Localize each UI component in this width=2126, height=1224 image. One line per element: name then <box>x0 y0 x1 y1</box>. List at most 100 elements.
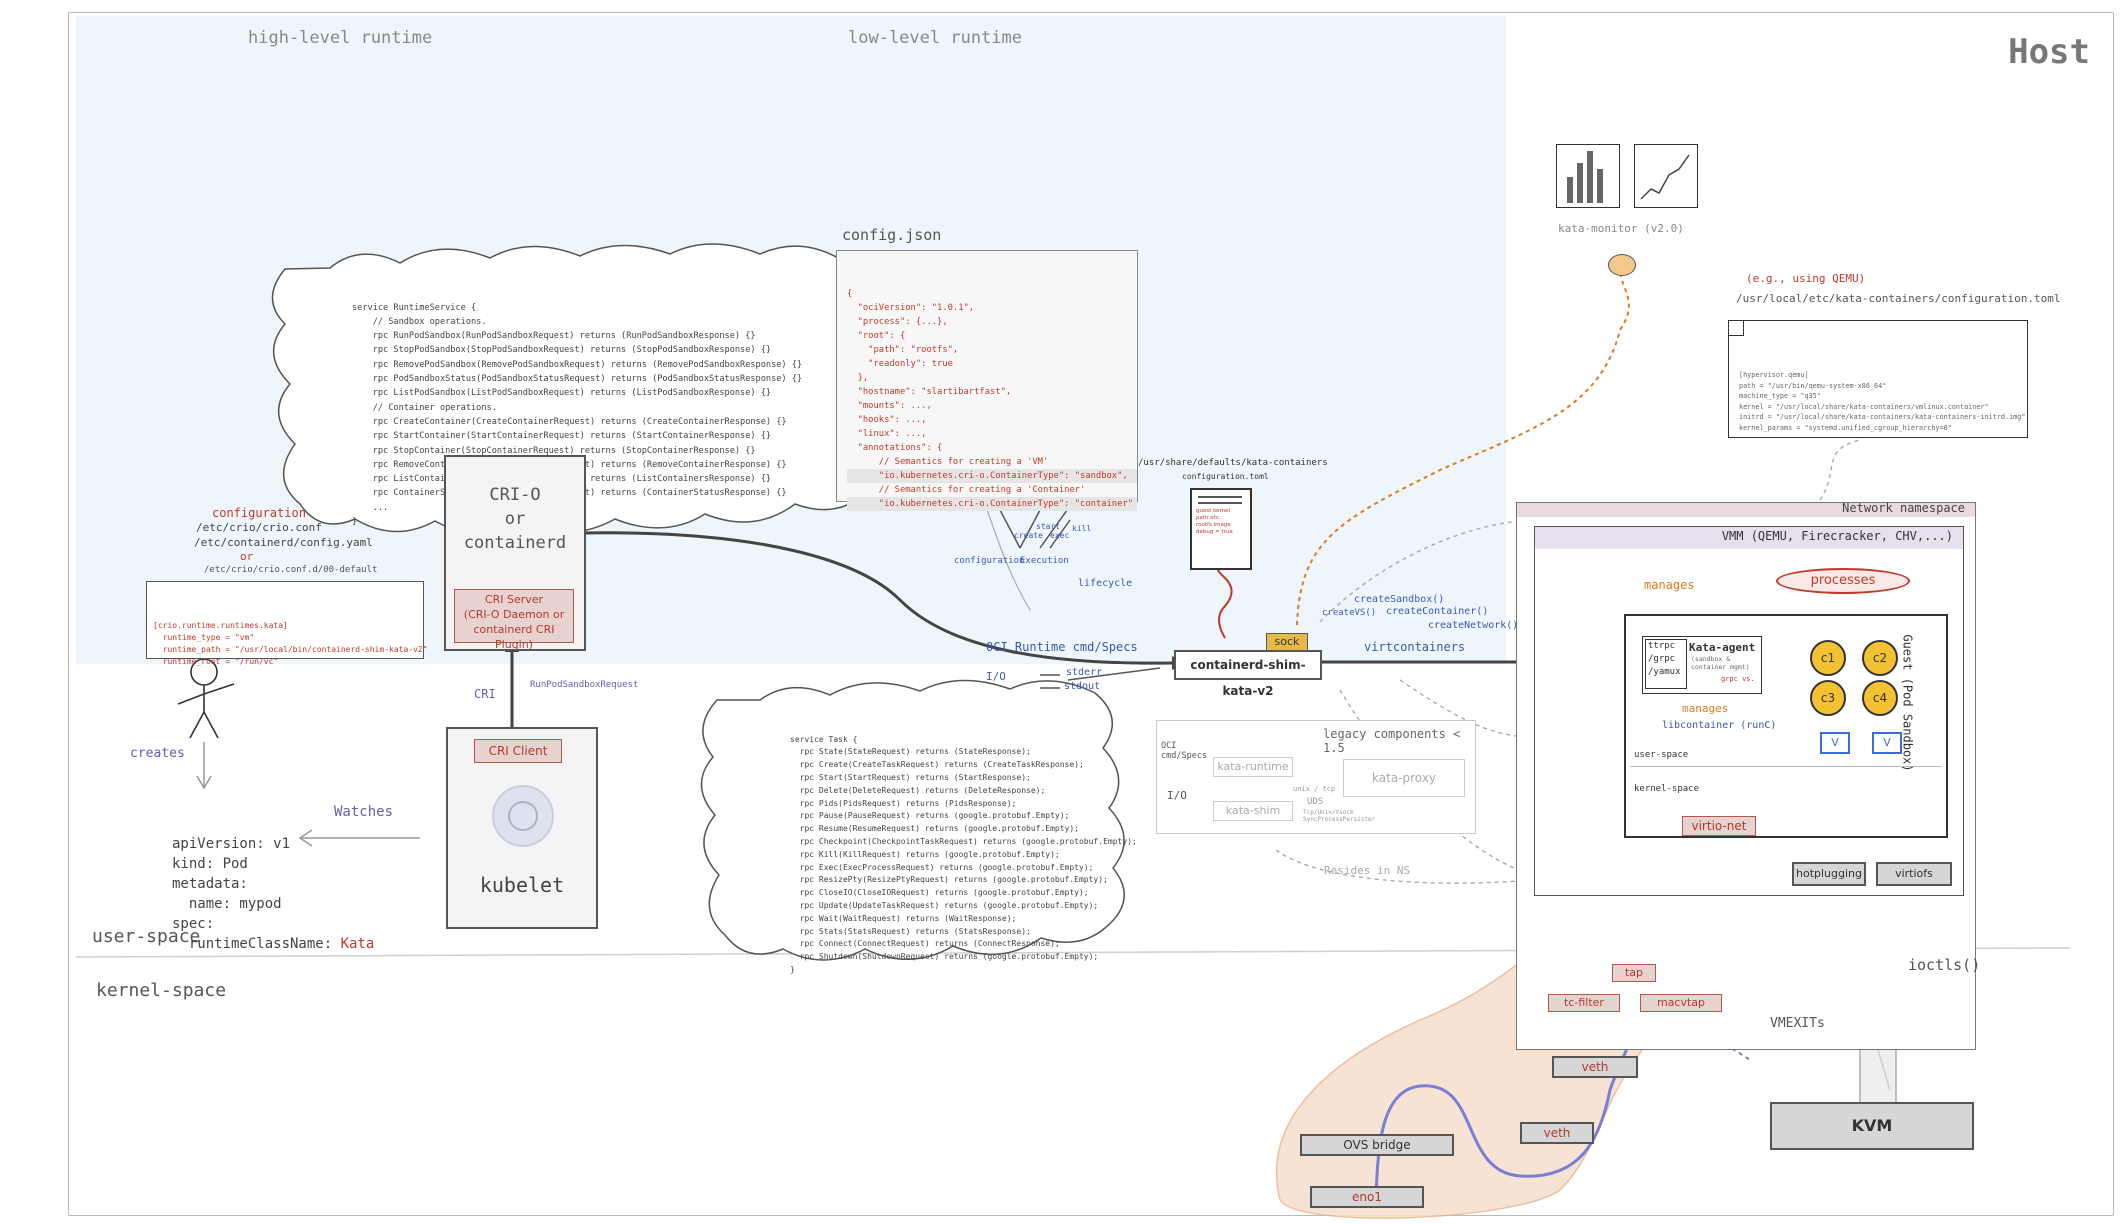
libcontainer-label: libcontainer (runC) <box>1662 720 1777 731</box>
guest-user-space-label: user-space <box>1634 750 1689 760</box>
container-c1: c1 <box>1810 640 1846 676</box>
kvm-box: KVM <box>1770 1102 1974 1150</box>
legacy-io: I/O <box>1167 789 1187 802</box>
manages-label-top: manages <box>1644 578 1695 592</box>
processes-ellipse: processes <box>1776 568 1910 594</box>
config-json-title: config.json <box>842 226 942 244</box>
config-json-code: { "ociVersion": "1.0.1", "process": {...… <box>847 259 1137 539</box>
legacy-small-note: Tcp/Unix/Vsock SyncProcessPersister <box>1303 809 1376 823</box>
manages-label-guest: manages <box>1682 702 1729 715</box>
veth-box-2: veth <box>1520 1122 1594 1144</box>
kata-defaults-note: guest kernel path etc. rootfs image debu… <box>1196 508 1233 535</box>
monitor-bar-chart-icon <box>1556 144 1620 208</box>
hotplugging-box: hotplugging <box>1792 862 1866 886</box>
host-frame <box>68 12 2114 1216</box>
high-level-runtime-label: high-level runtime <box>248 28 433 48</box>
kernel-space-label: kernel-space <box>96 980 227 1001</box>
container-c2: c2 <box>1862 640 1898 676</box>
grpc-vs-label: grpc vs. <box>1721 675 1755 683</box>
oci-create-label: create <box>1014 531 1043 540</box>
legacy-components-box: legacy components < 1.5 OCI cmd/Specs I/… <box>1156 720 1476 834</box>
legacy-title: legacy components < 1.5 <box>1323 727 1461 755</box>
config-json-box: { "ociVersion": "1.0.1", "process": {...… <box>836 250 1138 511</box>
kata-defaults-file: configuration.toml <box>1182 472 1269 481</box>
creates-label: creates <box>130 746 185 761</box>
vmm-label: VMM (QEMU, Firecracker, CHV,...) <box>1721 529 1953 543</box>
network-namespace-label: Network namespace <box>1842 501 1965 515</box>
crio-default-path: /etc/crio/crio.conf.d/00-default <box>204 565 378 575</box>
qemu-config-box: [hypervisor.qemu]path = "/usr/bin/qemu-s… <box>1728 320 2028 438</box>
monitor-line-chart-icon <box>1634 144 1698 208</box>
kubelet-box[interactable]: CRI Client kubelet <box>446 727 598 929</box>
oci-configuration-label: configuration <box>954 556 1025 566</box>
io-label: I/O <box>986 670 1006 683</box>
container-c3: c3 <box>1810 680 1846 716</box>
or-label: or <box>240 550 254 563</box>
oci-start-label: start <box>1036 522 1061 531</box>
create-sandbox-label: createSandbox() <box>1354 594 1445 605</box>
virtiofs-box: virtiofs <box>1876 862 1952 886</box>
configuration-title: configuration <box>212 506 306 520</box>
ttrpc-box: ttrpc /grpc /yamux <box>1645 639 1687 689</box>
legacy-oci-specs: OCI cmd/Specs <box>1161 741 1208 761</box>
kata-runtime-box: kata-runtime <box>1213 757 1293 777</box>
sock-badge: sock <box>1266 633 1308 651</box>
create-container-label: createContainer() <box>1386 606 1489 617</box>
tc-filter-box: tc-filter <box>1548 994 1620 1012</box>
container-c4: c4 <box>1862 680 1898 716</box>
kata-defaults-toml-box: guest kernel path etc. rootfs image debu… <box>1190 488 1252 570</box>
kubernetes-logo-icon <box>492 785 554 847</box>
legacy-uds: UDS <box>1307 797 1324 807</box>
guest-pod-sandbox-box: Guest (Pod Sandbox) ttrpc /grpc /yamux K… <box>1624 614 1948 838</box>
crio-conf-path: /etc/crio/crio.conf <box>196 521 322 534</box>
kata-proxy-box: kata-proxy <box>1343 759 1465 797</box>
volume-icon-2: V <box>1872 732 1902 754</box>
kubelet-name: kubelet <box>479 873 565 897</box>
ioctls-label: ioctls() <box>1908 956 1981 974</box>
cri-client-box: CRI Client <box>474 739 562 763</box>
kata-monitor-eye-icon <box>1608 254 1636 276</box>
host-label: Host <box>2008 32 2090 72</box>
virtcontainers-label: virtcontainers <box>1364 640 1466 654</box>
create-network-label: createNetwork() <box>1428 620 1519 631</box>
kata-agent-box[interactable]: ttrpc /grpc /yamux Kata-agent (sandbox &… <box>1642 636 1762 694</box>
volume-icon-1: V <box>1820 732 1850 754</box>
ovs-bridge-box: OVS bridge <box>1300 1134 1454 1156</box>
create-vs-label: createVS() <box>1322 608 1377 618</box>
vmexits-label: VMEXITs <box>1770 1016 1825 1031</box>
stderr-label: stderr <box>1066 667 1103 678</box>
user-space-label: user-space <box>92 926 201 947</box>
task-service-code: service Task { rpc State(StateRequest) r… <box>790 734 1137 974</box>
qemu-config-path: /usr/local/etc/kata-containers/configura… <box>1736 292 2061 305</box>
oci-execution-label: Execution <box>1020 556 1069 566</box>
kata-agent-note: (sandbox & container mgmt) <box>1691 655 1750 671</box>
virtio-net-box: virtio-net <box>1682 816 1756 836</box>
run-pod-sandbox-label: RunPodSandboxRequest <box>530 680 639 690</box>
kata-defaults-path: /usr/share/defaults/kata-containers <box>1138 458 1328 468</box>
kata-monitor-label: kata-monitor (v2.0) <box>1558 222 1684 235</box>
legacy-unix-tcp: unix / tcp <box>1293 785 1336 793</box>
cri-label: CRI <box>474 687 496 701</box>
oci-exec-label: exec <box>1050 531 1070 540</box>
guest-kernel-space-label: kernel-space <box>1634 784 1700 794</box>
oci-runtime-cmd-label: OCI Runtime cmd/Specs <box>986 640 1138 654</box>
veth-box-1: veth <box>1552 1056 1638 1078</box>
runtime-config-box: [crio.runtime.runtimes.kata] runtime_typ… <box>146 581 428 666</box>
containerd-shim-box[interactable]: containerd-shim-kata-v2 <box>1174 650 1322 698</box>
oci-kill-label: kill <box>1072 524 1092 533</box>
resides-in-ns-label: Resides in NS <box>1324 864 1411 877</box>
tap-box: tap <box>1612 964 1656 982</box>
eno1-box: eno1 <box>1310 1186 1424 1208</box>
kata-agent-label: Kata-agent <box>1689 641 1756 654</box>
low-level-runtime-label: low-level runtime <box>848 28 1022 48</box>
kata-shim-box: kata-shim <box>1213 801 1293 821</box>
containerd-conf-path: /etc/containerd/config.yaml <box>194 536 373 549</box>
stdout-label: stdout <box>1064 681 1101 692</box>
oci-lifecycle-label: lifecycle <box>1078 578 1133 589</box>
guest-label: Guest (Pod Sandbox) <box>1900 634 1915 772</box>
macvtap-box: macvtap <box>1640 994 1722 1012</box>
